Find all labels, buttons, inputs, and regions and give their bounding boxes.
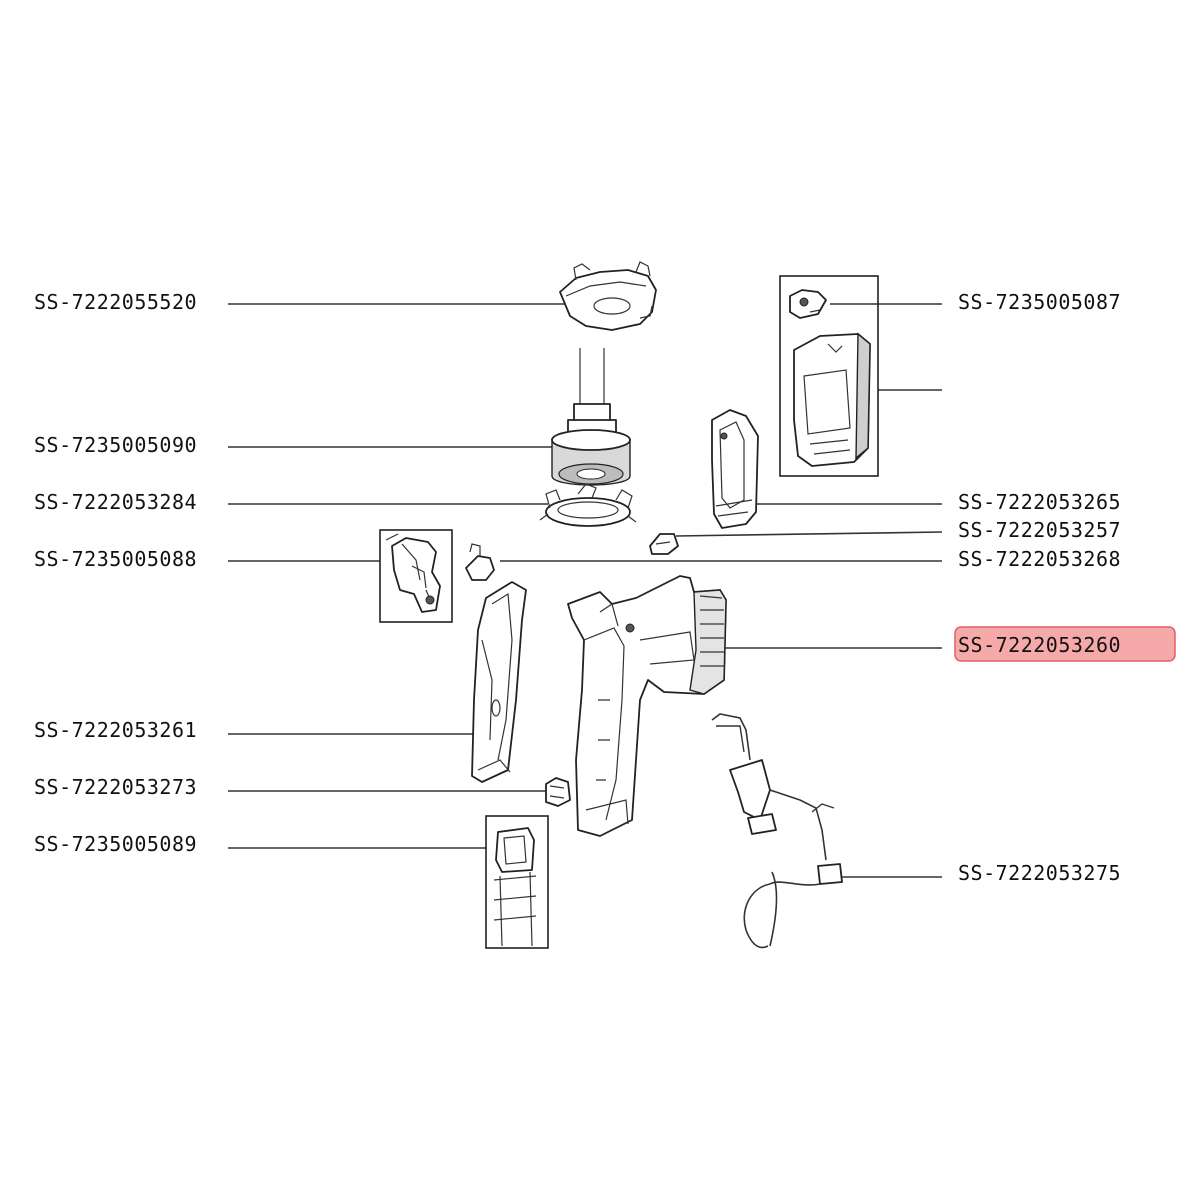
part-label-7222053257[interactable]: SS-7222053257 — [958, 518, 1121, 542]
part-top-cap — [559, 261, 657, 331]
part-label-7222055520[interactable]: SS-7222055520 — [34, 290, 197, 314]
part-main-housing — [567, 575, 727, 837]
part-label-7222053273[interactable]: SS-7222053273 — [34, 775, 197, 799]
part-small-clip-left — [465, 543, 495, 581]
label-group-right: SS-7235005087 SS-7222053265 SS-722205325… — [500, 290, 1176, 885]
part-small-clip-right — [649, 533, 679, 555]
part-label-7235005089[interactable]: SS-7235005089 — [34, 832, 197, 856]
part-label-7222053284[interactable]: SS-7222053284 — [34, 490, 197, 514]
part-wiring-harness — [711, 713, 843, 949]
part-label-7222053261[interactable]: SS-7222053261 — [34, 718, 197, 742]
part-bracket — [711, 409, 759, 529]
label-group-left: SS-7222055520 SS-7235005090 SS-722205328… — [34, 290, 572, 856]
part-label-7222053260-highlighted[interactable]: SS-7222053260 — [958, 633, 1121, 657]
part-label-7222053268[interactable]: SS-7222053268 — [958, 547, 1121, 571]
part-label-7235005088[interactable]: SS-7235005088 — [34, 547, 197, 571]
highlight-box — [954, 626, 1176, 662]
part-filter-box — [485, 815, 549, 949]
part-battery-box — [779, 275, 879, 477]
part-small-clip-bottom — [545, 777, 571, 807]
part-label-7235005087[interactable]: SS-7235005087 — [958, 290, 1121, 314]
part-motor-holder — [539, 483, 637, 527]
part-motor — [551, 348, 631, 486]
part-label-7222053265[interactable]: SS-7222053265 — [958, 490, 1121, 514]
part-handle-cover — [471, 581, 527, 783]
leader-line — [675, 531, 943, 537]
part-label-7235005090[interactable]: SS-7235005090 — [34, 433, 197, 457]
part-label-7222053275[interactable]: SS-7222053275 — [958, 861, 1121, 885]
part-switch-box — [379, 529, 453, 623]
